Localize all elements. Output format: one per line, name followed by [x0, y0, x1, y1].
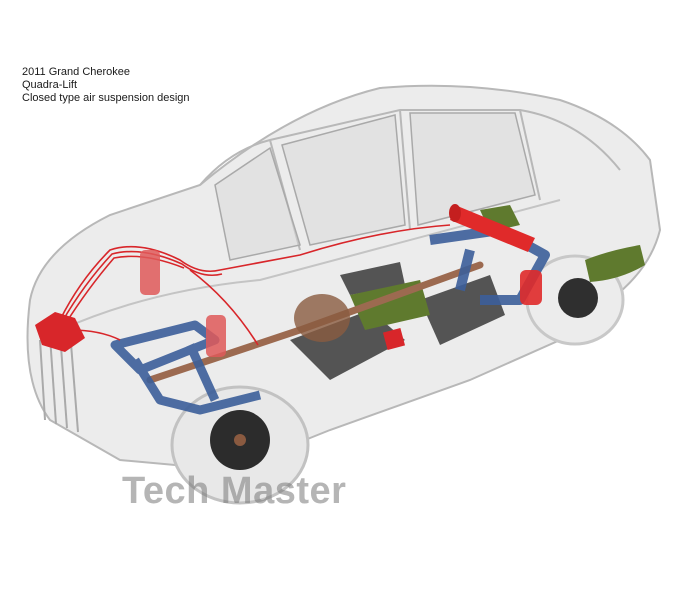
caption: 2011 Grand Cherokee Quadra-Lift Closed t… [22, 66, 190, 105]
caption-system: Quadra-Lift [22, 79, 78, 91]
compressor [35, 312, 85, 352]
watermark: Tech Master [122, 470, 347, 512]
transmission [294, 294, 350, 342]
wheels [170, 254, 625, 505]
caption-title: 2011 Grand Cherokee [22, 66, 131, 78]
front-air-springs [140, 250, 226, 357]
rear-hub [558, 278, 598, 318]
reservoir-tank [449, 204, 535, 252]
red-bracket [382, 327, 406, 351]
caption-description: Closed type air suspension design [22, 92, 190, 104]
windows [214, 112, 536, 261]
rear-subframe [429, 225, 550, 305]
rear-air-spring [520, 270, 542, 305]
